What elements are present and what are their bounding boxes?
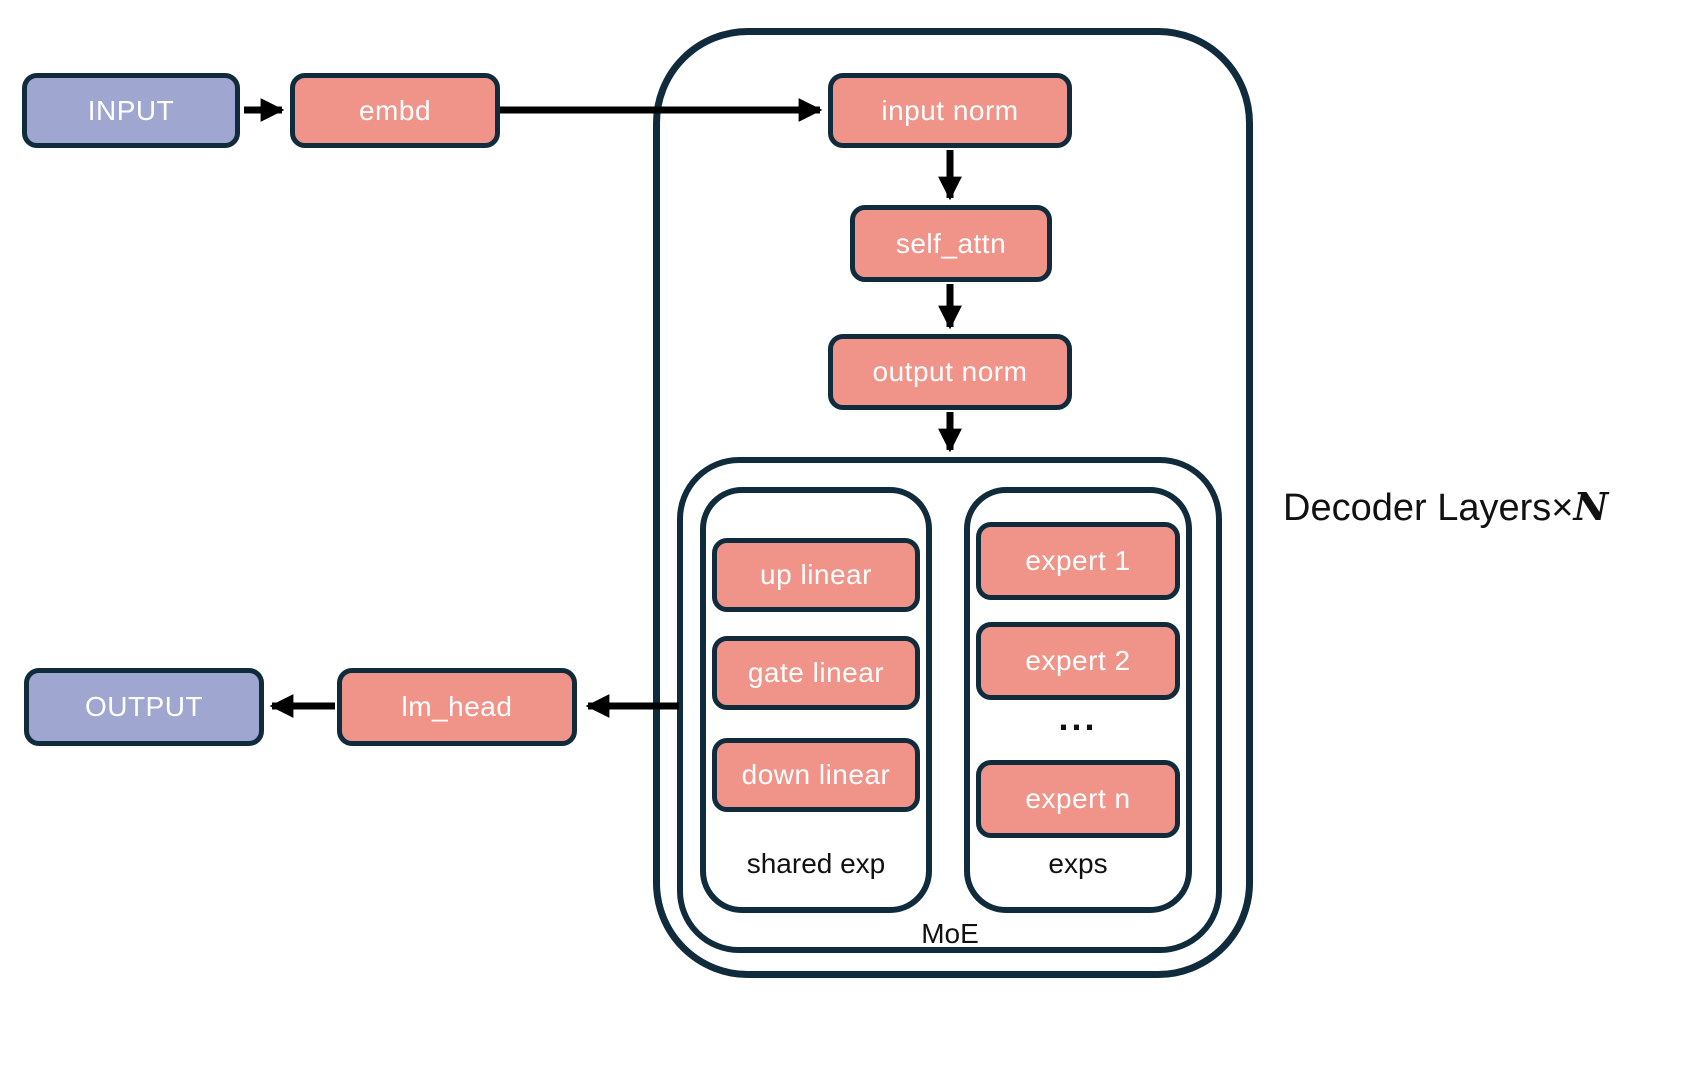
container-shared-exp — [700, 487, 932, 913]
node-input-norm-label: input norm — [881, 94, 1019, 126]
container-moe — [677, 457, 1222, 953]
node-embd: embd — [290, 73, 500, 148]
node-output-label: OUTPUT — [84, 691, 204, 722]
node-up-linear-label: up linear — [760, 559, 872, 590]
node-output: OUTPUT — [24, 668, 264, 746]
node-expert-2: expert 2 — [976, 622, 1180, 700]
label-decoder-layers: Decoder Layers×N — [1283, 484, 1608, 530]
node-expert-n: expert n — [976, 760, 1180, 838]
label-exps: exps — [1048, 848, 1108, 879]
node-embd-label: embd — [358, 94, 432, 126]
node-gate-linear-label: gate linear — [747, 657, 885, 688]
node-down-linear: down linear — [712, 738, 920, 812]
node-self-attn-label: self_attn — [895, 227, 1007, 259]
times-symbol: × — [1551, 487, 1574, 529]
node-input-norm: input norm — [828, 73, 1072, 148]
label-shared-exp: shared exp — [746, 848, 886, 879]
node-expert-2-label: expert 2 — [1025, 645, 1131, 676]
node-lm-head-label: lm_head — [401, 691, 513, 722]
node-expert-n-label: expert n — [1025, 783, 1131, 814]
node-input: INPUT — [22, 73, 240, 148]
node-output-norm: output norm — [828, 334, 1072, 410]
label-moe: MoE — [921, 918, 979, 949]
node-up-linear: up linear — [712, 538, 920, 612]
container-exps — [964, 487, 1192, 913]
node-expert-1: expert 1 — [976, 522, 1180, 600]
node-expert-1-label: expert 1 — [1025, 545, 1131, 576]
node-self-attn: self_attn — [850, 205, 1052, 282]
node-gate-linear: gate linear — [712, 636, 920, 710]
node-down-linear-label: down linear — [741, 759, 891, 790]
container-decoder-layers — [653, 28, 1253, 978]
ellipsis-dots: ... — [1058, 697, 1098, 738]
decoder-layers-text: Decoder Layers — [1283, 487, 1552, 529]
node-output-norm-label: output norm — [872, 356, 1028, 387]
node-lm-head: lm_head — [337, 668, 577, 746]
layer-count-symbol: N — [1573, 484, 1609, 529]
node-input-label: INPUT — [87, 94, 175, 126]
